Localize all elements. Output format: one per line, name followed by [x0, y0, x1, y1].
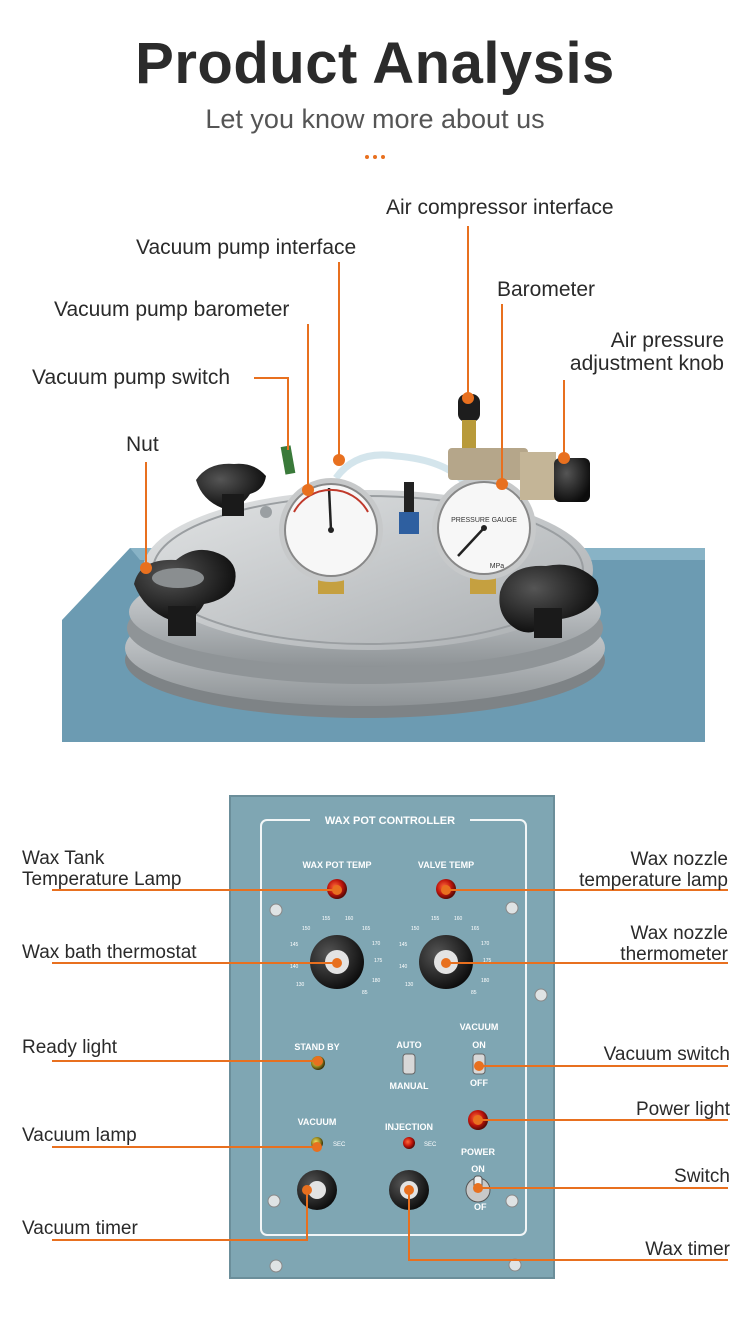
- bottom-callout-dots: [302, 885, 484, 1195]
- svg-text:145: 145: [399, 942, 408, 948]
- vacuum-gauge: [279, 478, 383, 594]
- svg-text:WAX POT TEMP: WAX POT TEMP: [302, 860, 371, 870]
- top-callout-dots: [140, 392, 570, 574]
- label-wax-nozzle-thermometer: Wax nozzle thermometer: [620, 923, 728, 965]
- svg-text:MANUAL: MANUAL: [390, 1081, 429, 1091]
- pressure-gauge: PRESSURE GAUGE MPa: [432, 476, 536, 594]
- label-vacuum-pump-barometer: Vacuum pump barometer: [54, 298, 290, 321]
- svg-text:AUTO: AUTO: [396, 1040, 421, 1050]
- svg-text:130: 130: [296, 982, 305, 988]
- svg-text:140: 140: [290, 964, 299, 970]
- svg-text:170: 170: [372, 941, 381, 947]
- svg-text:SEC: SEC: [424, 1142, 437, 1148]
- label-nut: Nut: [126, 433, 159, 456]
- svg-text:145: 145: [290, 942, 299, 948]
- svg-text:OF: OF: [474, 1202, 487, 1212]
- svg-text:165: 165: [471, 926, 480, 932]
- label-barometer: Barometer: [497, 278, 596, 301]
- svg-text:170: 170: [481, 941, 490, 947]
- label-vacuum-timer: Vacuum timer: [22, 1218, 138, 1239]
- svg-text:160: 160: [345, 916, 354, 922]
- svg-text:150: 150: [302, 926, 311, 932]
- svg-text:SEC: SEC: [333, 1142, 346, 1148]
- page-title: Product Analysis: [135, 31, 615, 96]
- control-panel: WAX POT CONTROLLER WAX POT TEMP VALVE TE…: [229, 795, 555, 1279]
- svg-text:MPa: MPa: [490, 563, 505, 570]
- top-callout-lines: [145, 226, 565, 568]
- svg-text:85: 85: [362, 990, 368, 996]
- svg-text:175: 175: [374, 958, 383, 964]
- svg-text:180: 180: [372, 978, 381, 984]
- label-wax-tank-temperature-lamp: Wax Tank Temperature Lamp: [22, 848, 182, 890]
- label-vacuum-pump-interface: Vacuum pump interface: [136, 236, 357, 259]
- label-wax-bath-thermostat: Wax bath thermostat: [22, 942, 197, 963]
- nut-knob-back: [196, 463, 266, 516]
- svg-text:STAND BY: STAND BY: [294, 1042, 339, 1052]
- svg-text:130: 130: [405, 982, 414, 988]
- svg-text:160: 160: [454, 916, 463, 922]
- label-wax-timer: Wax timer: [645, 1239, 730, 1260]
- decorative-dots: [352, 146, 398, 164]
- svg-text:INJECTION: INJECTION: [385, 1122, 433, 1132]
- svg-text:155: 155: [431, 916, 440, 922]
- svg-text:140: 140: [399, 964, 408, 970]
- label-air-compressor-interface: Air compressor interface: [386, 196, 614, 219]
- vacuum-pot-photo: PRESSURE GAUGE MPa: [62, 394, 705, 742]
- label-air-pressure-knob: Air pressure adjustment knob: [569, 329, 724, 376]
- label-vacuum-switch: Vacuum switch: [603, 1044, 730, 1065]
- svg-text:85: 85: [471, 990, 477, 996]
- page-subtitle: Let you know more about us: [205, 104, 545, 134]
- svg-text:155: 155: [322, 916, 331, 922]
- svg-text:ON: ON: [472, 1040, 486, 1050]
- bottom-callout-lines: [52, 889, 728, 1261]
- panel-title: WAX POT CONTROLLER: [325, 815, 455, 827]
- nut-knob-right: [499, 564, 599, 638]
- svg-text:VACUUM: VACUUM: [298, 1117, 337, 1127]
- label-switch: Switch: [674, 1166, 730, 1187]
- nut-knob-left: [134, 549, 236, 636]
- label-wax-nozzle-temperature-lamp: Wax nozzle temperature lamp: [579, 849, 728, 891]
- svg-text:PRESSURE GAUGE: PRESSURE GAUGE: [451, 517, 517, 524]
- label-power-light: Power light: [636, 1099, 730, 1120]
- svg-text:ON: ON: [471, 1164, 485, 1174]
- svg-text:165: 165: [362, 926, 371, 932]
- svg-text:175: 175: [483, 958, 492, 964]
- label-ready-light: Ready light: [22, 1037, 118, 1058]
- svg-text:VACUUM: VACUUM: [460, 1022, 499, 1032]
- svg-text:OFF: OFF: [470, 1078, 488, 1088]
- svg-text:150: 150: [411, 926, 420, 932]
- svg-text:POWER: POWER: [461, 1147, 496, 1157]
- label-vacuum-pump-switch: Vacuum pump switch: [32, 366, 231, 389]
- label-vacuum-lamp: Vacuum lamp: [22, 1125, 137, 1146]
- svg-text:180: 180: [481, 978, 490, 984]
- svg-text:VALVE TEMP: VALVE TEMP: [418, 860, 474, 870]
